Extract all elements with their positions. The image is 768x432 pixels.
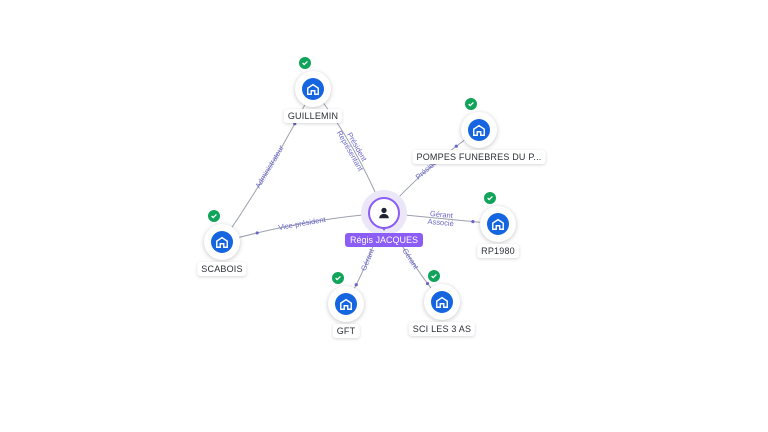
verified-check-icon bbox=[298, 56, 312, 70]
building-icon bbox=[307, 83, 319, 95]
company-bubble[interactable] bbox=[328, 271, 364, 322]
company-bubble[interactable] bbox=[480, 191, 516, 242]
person-name-label[interactable]: Régis JACQUES bbox=[344, 233, 424, 247]
company-name-label[interactable]: GUILLEMIN bbox=[283, 109, 343, 123]
verified-check-icon bbox=[427, 269, 441, 283]
company-bubble[interactable] bbox=[295, 56, 331, 107]
building-icon bbox=[340, 298, 352, 310]
building-icon bbox=[492, 218, 504, 230]
edge-arrow-icon bbox=[454, 144, 458, 148]
building-icon bbox=[216, 236, 228, 248]
company-name-label[interactable]: GFT bbox=[332, 324, 360, 338]
company-name-label[interactable]: SCABOIS bbox=[197, 262, 247, 276]
company-bubble[interactable] bbox=[461, 97, 497, 148]
verified-check-icon bbox=[331, 271, 345, 285]
person-icon[interactable] bbox=[368, 197, 400, 229]
building-icon bbox=[436, 296, 448, 308]
edge-arrow-icon bbox=[354, 283, 358, 287]
verified-check-icon bbox=[464, 97, 478, 111]
company-bubble[interactable] bbox=[424, 269, 460, 320]
company-name-label[interactable]: RP1980 bbox=[477, 244, 519, 258]
company-bubble[interactable] bbox=[204, 209, 240, 260]
company-name-label[interactable]: SCI LES 3 AS bbox=[408, 322, 476, 336]
relation-edge bbox=[221, 88, 314, 243]
verified-check-icon bbox=[207, 209, 221, 223]
company-name-label[interactable]: POMPES FUNEBRES DU P... bbox=[412, 150, 546, 164]
edge-arrow-icon bbox=[471, 219, 475, 224]
verified-check-icon bbox=[483, 191, 497, 205]
edge-arrow-icon bbox=[255, 231, 259, 235]
relation-label-line: Associé bbox=[427, 216, 455, 228]
building-icon bbox=[473, 124, 485, 136]
edges-layer bbox=[221, 88, 499, 305]
edge-arrow-icon bbox=[425, 281, 430, 286]
